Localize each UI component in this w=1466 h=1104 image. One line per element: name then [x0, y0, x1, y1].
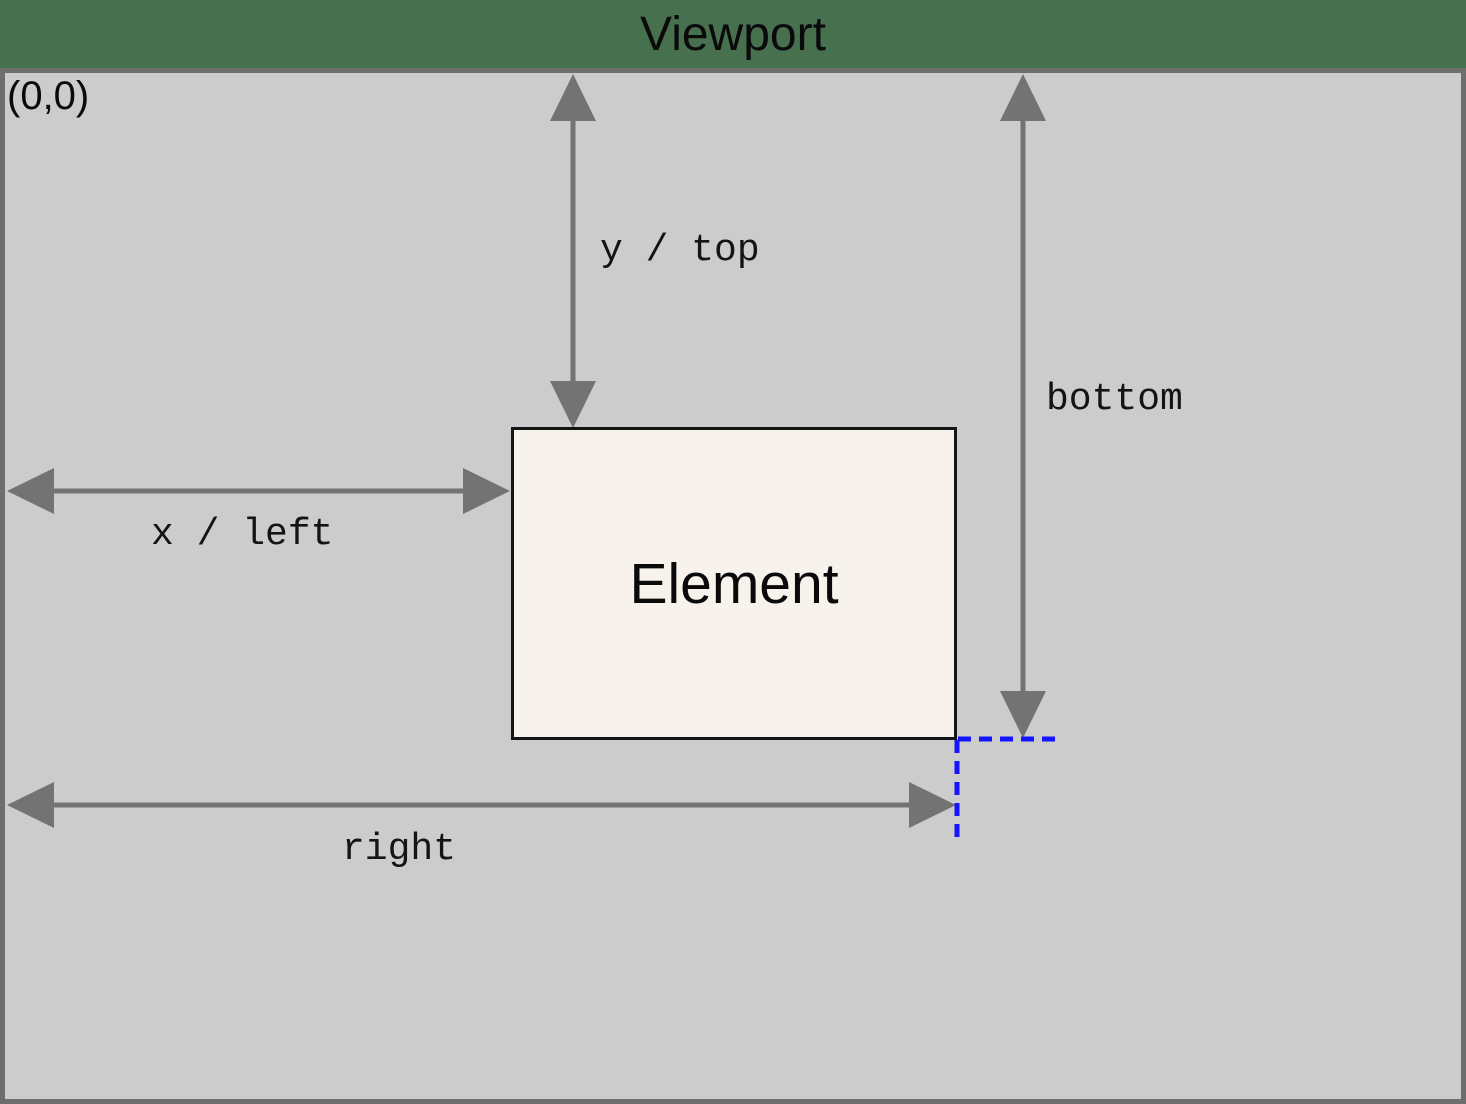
element-label: Element — [629, 551, 839, 616]
bottom-label: bottom — [1046, 378, 1183, 421]
x-left-label: x / left — [151, 513, 334, 556]
title-band: Viewport — [0, 0, 1466, 68]
element-box: Element — [511, 427, 957, 740]
origin-label: (0,0) — [7, 74, 90, 118]
diagram-title: Viewport — [640, 7, 826, 61]
y-top-label: y / top — [600, 229, 760, 272]
right-label: right — [342, 828, 457, 871]
